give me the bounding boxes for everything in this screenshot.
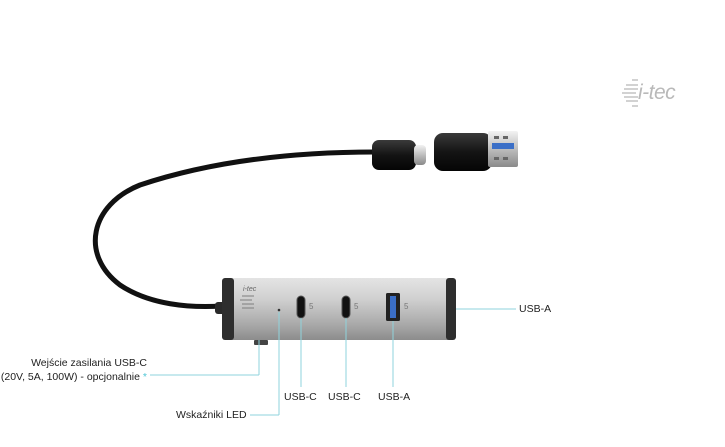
brand-logo: i-tec xyxy=(620,76,690,112)
logo-stripes-icon xyxy=(622,79,638,107)
usb-c-plug xyxy=(372,140,426,170)
hub-body-logo: i-tec xyxy=(243,286,257,293)
label-port-1: USB-C xyxy=(284,391,317,403)
label-power-line1: Wejście zasilania USB-C xyxy=(31,357,147,369)
cable xyxy=(92,149,378,310)
label-port-3: USB-A xyxy=(378,391,411,403)
label-power-line2-wrap: (20V, 5A, 100W) - opcjonalnie * xyxy=(0,370,147,384)
port-speed-label-1: 5 xyxy=(309,302,314,311)
usb-a-port xyxy=(386,293,400,321)
label-led: Wskaźniki LED xyxy=(176,409,247,421)
label-port-2: USB-C xyxy=(328,391,361,403)
usb-a-adapter xyxy=(434,131,518,171)
hub-body xyxy=(215,278,456,345)
usb-c-port-1 xyxy=(296,295,306,319)
led-dot xyxy=(277,308,281,312)
label-power-asterisk: * xyxy=(142,371,147,383)
label-power-line2: (20V, 5A, 100W) - opcjonalnie xyxy=(0,371,140,383)
brand-logo-text: i-tec xyxy=(638,81,676,104)
label-usb-a-side: USB-A xyxy=(519,303,552,315)
label-power-input: Wejście zasilania USB-C (20V, 5A, 100W) … xyxy=(0,356,147,384)
port-speed-label-3: 5 xyxy=(404,302,409,311)
port-speed-label-2: 5 xyxy=(354,302,359,311)
callout-lines xyxy=(150,308,516,416)
usb-c-port-2 xyxy=(341,295,351,319)
